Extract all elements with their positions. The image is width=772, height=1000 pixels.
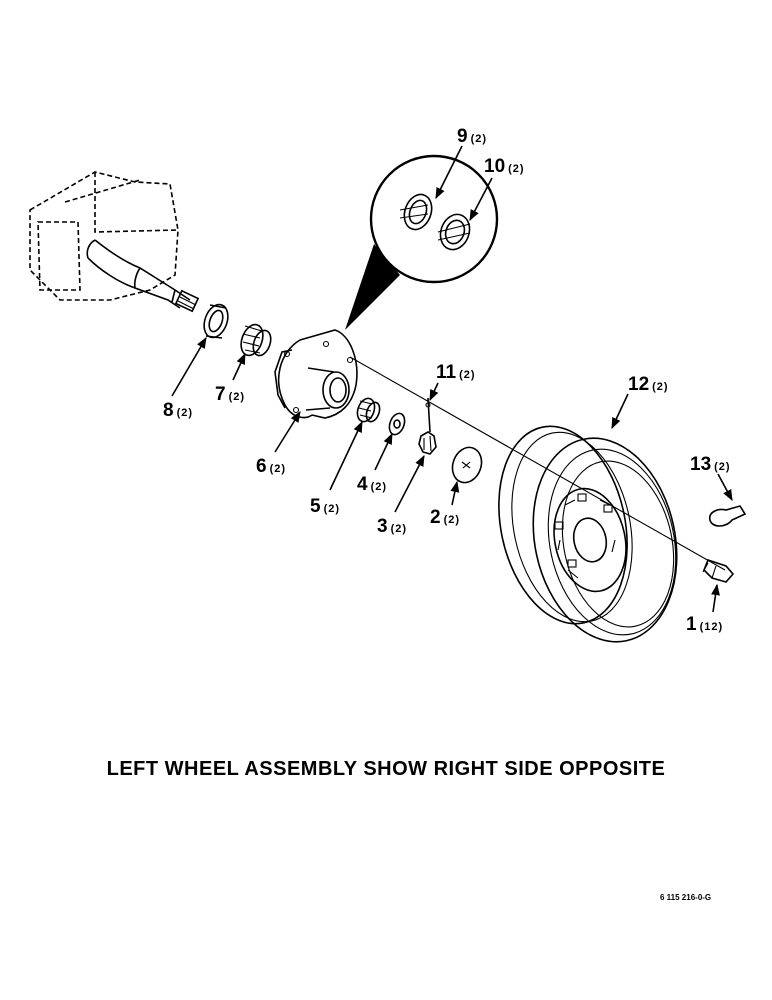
spindle (86, 239, 200, 313)
part-4-washer (388, 412, 406, 436)
detail-bushings (345, 154, 499, 330)
part-12-wheel (498, 425, 678, 643)
part-3-nut (418, 431, 437, 455)
callout-13: 13(2) (690, 454, 731, 475)
part-6-hub (274, 329, 358, 419)
callout-6: 6(2) (256, 456, 286, 477)
part-7-bearing (240, 323, 272, 357)
callout-9: 9(2) (457, 126, 487, 147)
callout-7: 7(2) (215, 384, 245, 405)
callout-5: 5(2) (310, 496, 340, 517)
part-9-bushing (399, 193, 433, 231)
callout-1: 1(12) (686, 614, 723, 635)
reference-code: 6 115 216-0-G (660, 893, 712, 902)
part-5-bearing (356, 397, 381, 423)
assembly-centerline (349, 356, 726, 571)
callout-labels: 1(12) 2(2) 3(2) 4(2) 5(2) 6(2) 7(2) 8(2)… (163, 126, 731, 635)
part-11-cotter-pin (425, 397, 431, 433)
part-13-valve-stem (708, 505, 747, 527)
callout-2: 2(2) (430, 507, 460, 528)
callout-3: 3(2) (377, 516, 407, 537)
leader-lines (171, 145, 733, 613)
callout-10: 10(2) (484, 156, 525, 177)
part-10-bushing (437, 213, 471, 251)
axle-housing-phantom (29, 171, 179, 301)
part-1-bolt (702, 559, 735, 583)
callout-4: 4(2) (357, 474, 387, 495)
diagram-caption: LEFT WHEEL ASSEMBLY SHOW RIGHT SIDE OPPO… (106, 758, 666, 780)
callout-8: 8(2) (163, 400, 193, 421)
part-8-seal (203, 303, 229, 339)
part-2-hub-cap (451, 446, 483, 484)
callout-11: 11(2) (436, 362, 476, 383)
callout-12: 12(2) (628, 374, 669, 395)
